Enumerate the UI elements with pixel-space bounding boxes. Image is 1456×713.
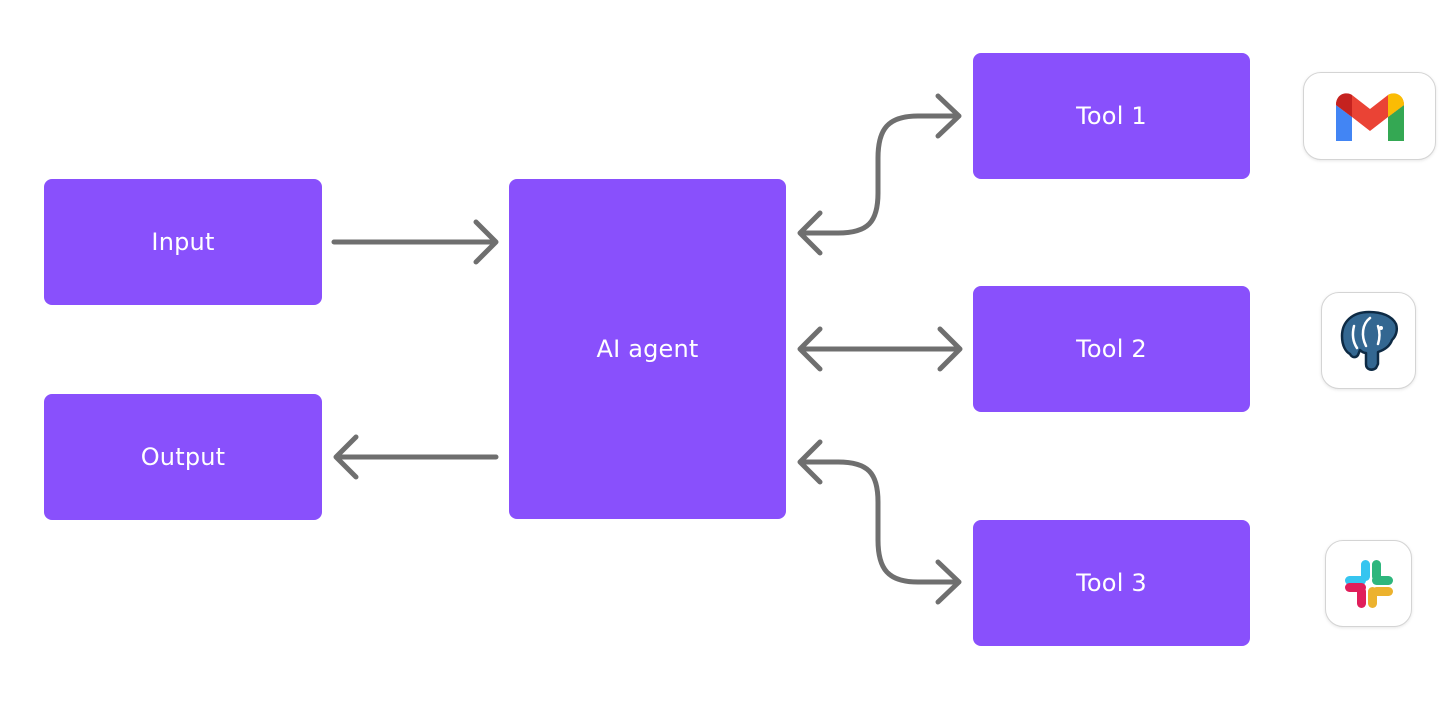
output-node: Output [44,394,322,520]
tool-3-label: Tool 3 [1076,569,1147,597]
tool-2-label: Tool 2 [1076,335,1147,363]
output-label: Output [140,443,226,471]
gmail-icon [1303,72,1436,160]
arrow-agent-tool2 [797,326,963,372]
ai-agent-node: AI agent [509,179,786,519]
input-label: Input [151,228,215,256]
arrow-agent-tool1 [797,93,962,256]
tool-2-node: Tool 2 [973,286,1250,412]
arrow-input-to-agent [331,219,499,265]
ai-agent-label: AI agent [596,335,699,363]
postgresql-icon [1321,292,1416,389]
slack-icon [1325,540,1412,627]
arrow-agent-to-output [333,434,499,480]
tool-1-node: Tool 1 [973,53,1250,179]
arrow-agent-tool3 [797,439,962,605]
tool-1-label: Tool 1 [1076,102,1147,130]
input-node: Input [44,179,322,305]
tool-3-node: Tool 3 [973,520,1250,646]
